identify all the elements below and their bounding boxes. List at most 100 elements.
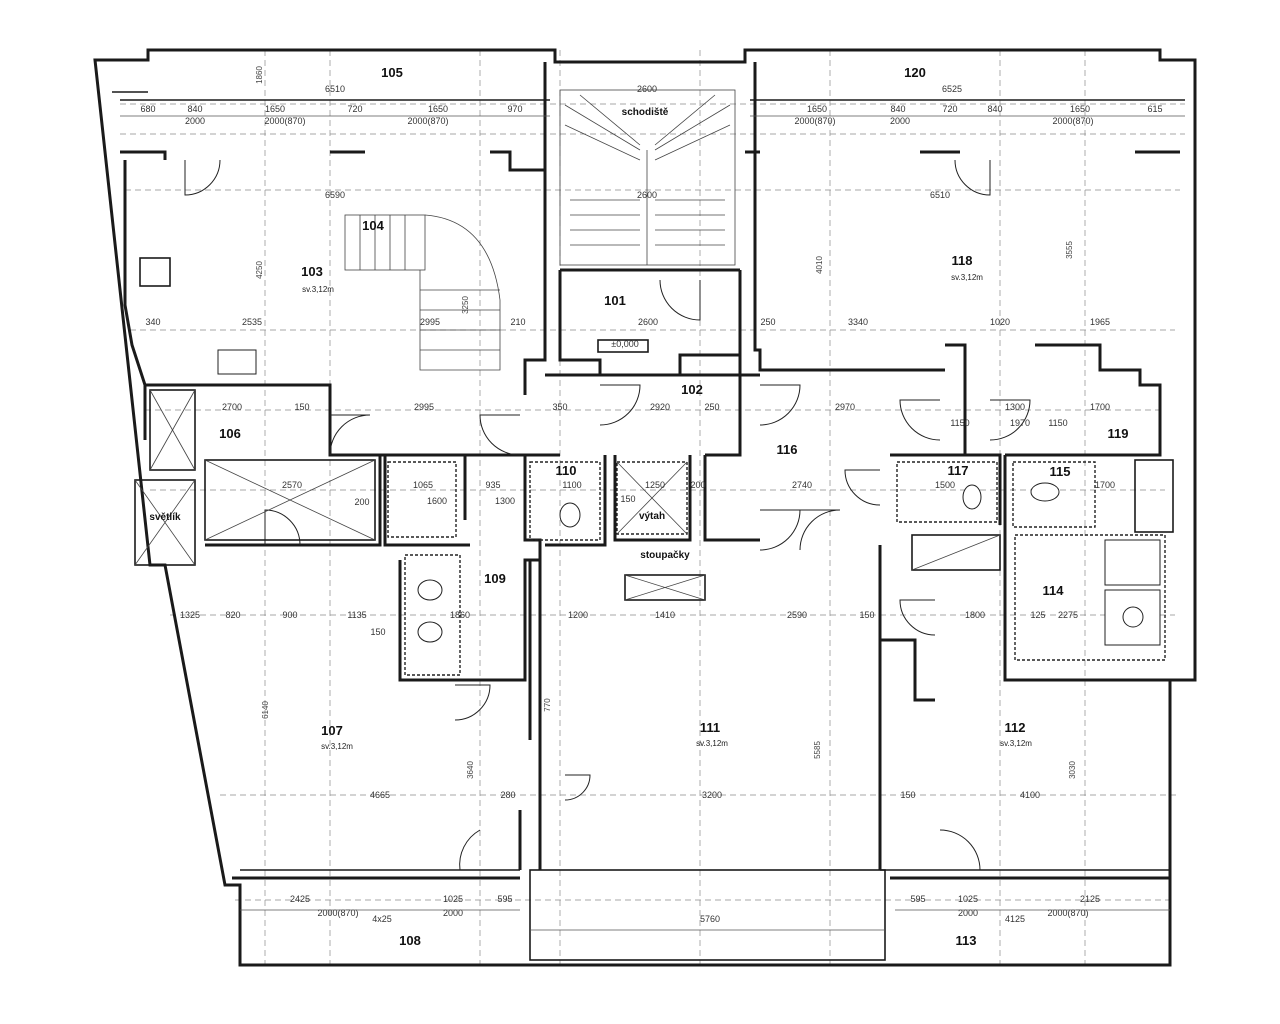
dim-200a: 200	[354, 497, 369, 507]
dim-tl-win-2: 2000(870)	[264, 116, 305, 126]
dim-tr-win-3: 2000(870)	[1052, 116, 1093, 126]
room-103-area: sv.3,12m	[302, 285, 334, 294]
dim-1500a: 1500	[935, 480, 955, 490]
grid-lines	[120, 50, 1185, 965]
dim-stair-inner: 2600	[637, 190, 657, 200]
vdim-4010: 4010	[815, 256, 824, 274]
room-117-label: 117	[948, 463, 969, 478]
interior-walls	[143, 62, 1170, 870]
exterior-walls	[93, 48, 1197, 967]
dim-1300b: 1300	[495, 496, 515, 506]
dim-150d: 150	[859, 610, 874, 620]
room-112-area: sv.3,12m	[1000, 739, 1032, 748]
dim-1200: 1200	[568, 610, 588, 620]
dim-1860: 1860	[450, 610, 470, 620]
dim-1150b: 1150	[1048, 418, 1067, 428]
staircase-104	[344, 214, 501, 371]
dim-room103-width: 6590	[325, 190, 345, 200]
dim-tr-1: 1650	[807, 104, 827, 114]
dim-top-left-total: 6510	[325, 84, 345, 94]
dim-1300: 1300	[1005, 402, 1025, 412]
room-102-label: 102	[681, 382, 703, 397]
dim-1965: 1965	[1090, 317, 1110, 327]
room-116-label: 116	[777, 442, 798, 457]
room-103-label: 103	[301, 264, 323, 279]
dimension-labels: 6510 6525 2600 680 840 1650 720 1650 970…	[140, 66, 1162, 924]
dim-1020: 1020	[990, 317, 1010, 327]
dim-150e: 150	[900, 790, 915, 800]
room-104-label: 104	[362, 218, 384, 233]
dim-tl-5: 1650	[428, 104, 448, 114]
dim-bl-1: 2425	[290, 894, 310, 904]
dim-br-win-3: 2000(870)	[1047, 908, 1088, 918]
dim-1410: 1410	[655, 610, 675, 620]
dim-bl-win-2: 4x25	[372, 914, 392, 924]
dim-1325: 1325	[180, 610, 200, 620]
room-105-label: 105	[381, 65, 403, 80]
room-111-label: 111	[700, 720, 720, 735]
dim-2700: 2700	[222, 402, 242, 412]
dim-tr-6: 615	[1147, 104, 1162, 114]
room-109-label: 109	[484, 571, 506, 586]
dim-level: ±0,000	[611, 339, 638, 349]
dim-1065: 1065	[413, 480, 433, 490]
dim-1150a: 1150	[950, 418, 969, 428]
dim-150a: 150	[294, 402, 309, 412]
dim-350: 350	[552, 402, 567, 412]
dim-150b: 150	[620, 494, 635, 504]
dim-bottom-center: 5760	[700, 914, 720, 924]
room-schodiste-label: schodiště	[622, 107, 669, 118]
dim-1700b: 1700	[1095, 480, 1115, 490]
vdim-3250: 3250	[461, 296, 470, 314]
room-110-label: 110	[556, 463, 577, 478]
dim-2970: 2970	[835, 402, 855, 412]
dim-200b: 200	[690, 480, 705, 490]
dim-3340: 3340	[848, 317, 868, 327]
dim-tl-6: 970	[507, 104, 522, 114]
dim-2740: 2740	[792, 480, 812, 490]
dim-room118-width: 6510	[930, 190, 950, 200]
dim-tr-3: 720	[942, 104, 957, 114]
dim-210: 210	[510, 317, 525, 327]
dim-250a: 250	[760, 317, 775, 327]
vdim-1860: 1860	[255, 66, 264, 84]
doors	[184, 159, 1031, 871]
dim-2600: 2600	[638, 317, 658, 327]
room-labels: 105 120 schodiště 104 103 sv.3,12m 118 s…	[149, 65, 1128, 948]
dim-900: 900	[282, 610, 297, 620]
dim-tl-win-1: 2000	[185, 116, 205, 126]
room-119-label: 119	[1108, 426, 1129, 441]
dim-stair-width: 2600	[637, 84, 657, 94]
dim-1970: 1970	[1010, 418, 1030, 428]
dim-bl-win-1: 2000(870)	[317, 908, 358, 918]
dim-125: 125	[1030, 610, 1045, 620]
dim-1250: 1250	[645, 480, 665, 490]
room-107-label: 107	[321, 723, 343, 738]
vdim-5585: 5585	[813, 741, 822, 759]
dim-top-right-total: 6525	[942, 84, 962, 94]
room-stoupacky-label: stoupačky	[640, 550, 690, 561]
dim-br-win-2: 4125	[1005, 914, 1025, 924]
room-svetlik-label: světlík	[149, 512, 181, 523]
room-107-area: sv.3,12m	[321, 742, 353, 751]
dim-tr-win-1: 2000(870)	[794, 116, 835, 126]
dim-2590: 2590	[787, 610, 807, 620]
dim-1135: 1135	[347, 610, 366, 620]
room-108-label: 108	[399, 933, 421, 948]
room-114-label: 114	[1043, 583, 1065, 598]
dim-tl-4: 720	[347, 104, 362, 114]
dim-bl-3: 595	[497, 894, 512, 904]
vdim-3030: 3030	[1068, 761, 1077, 779]
dim-4665: 4665	[370, 790, 390, 800]
room-112-label: 112	[1005, 720, 1026, 735]
room-111-area: sv.3,12m	[696, 739, 728, 748]
room-115-label: 115	[1050, 464, 1071, 479]
vdim-3555: 3555	[1065, 241, 1074, 259]
dim-150c: 150	[370, 627, 385, 637]
room-118-area: sv.3,12m	[951, 273, 983, 282]
dim-2535: 2535	[242, 317, 262, 327]
dim-tr-win-2: 2000	[890, 116, 910, 126]
dim-280: 280	[500, 790, 515, 800]
vdim-770: 770	[543, 698, 552, 712]
